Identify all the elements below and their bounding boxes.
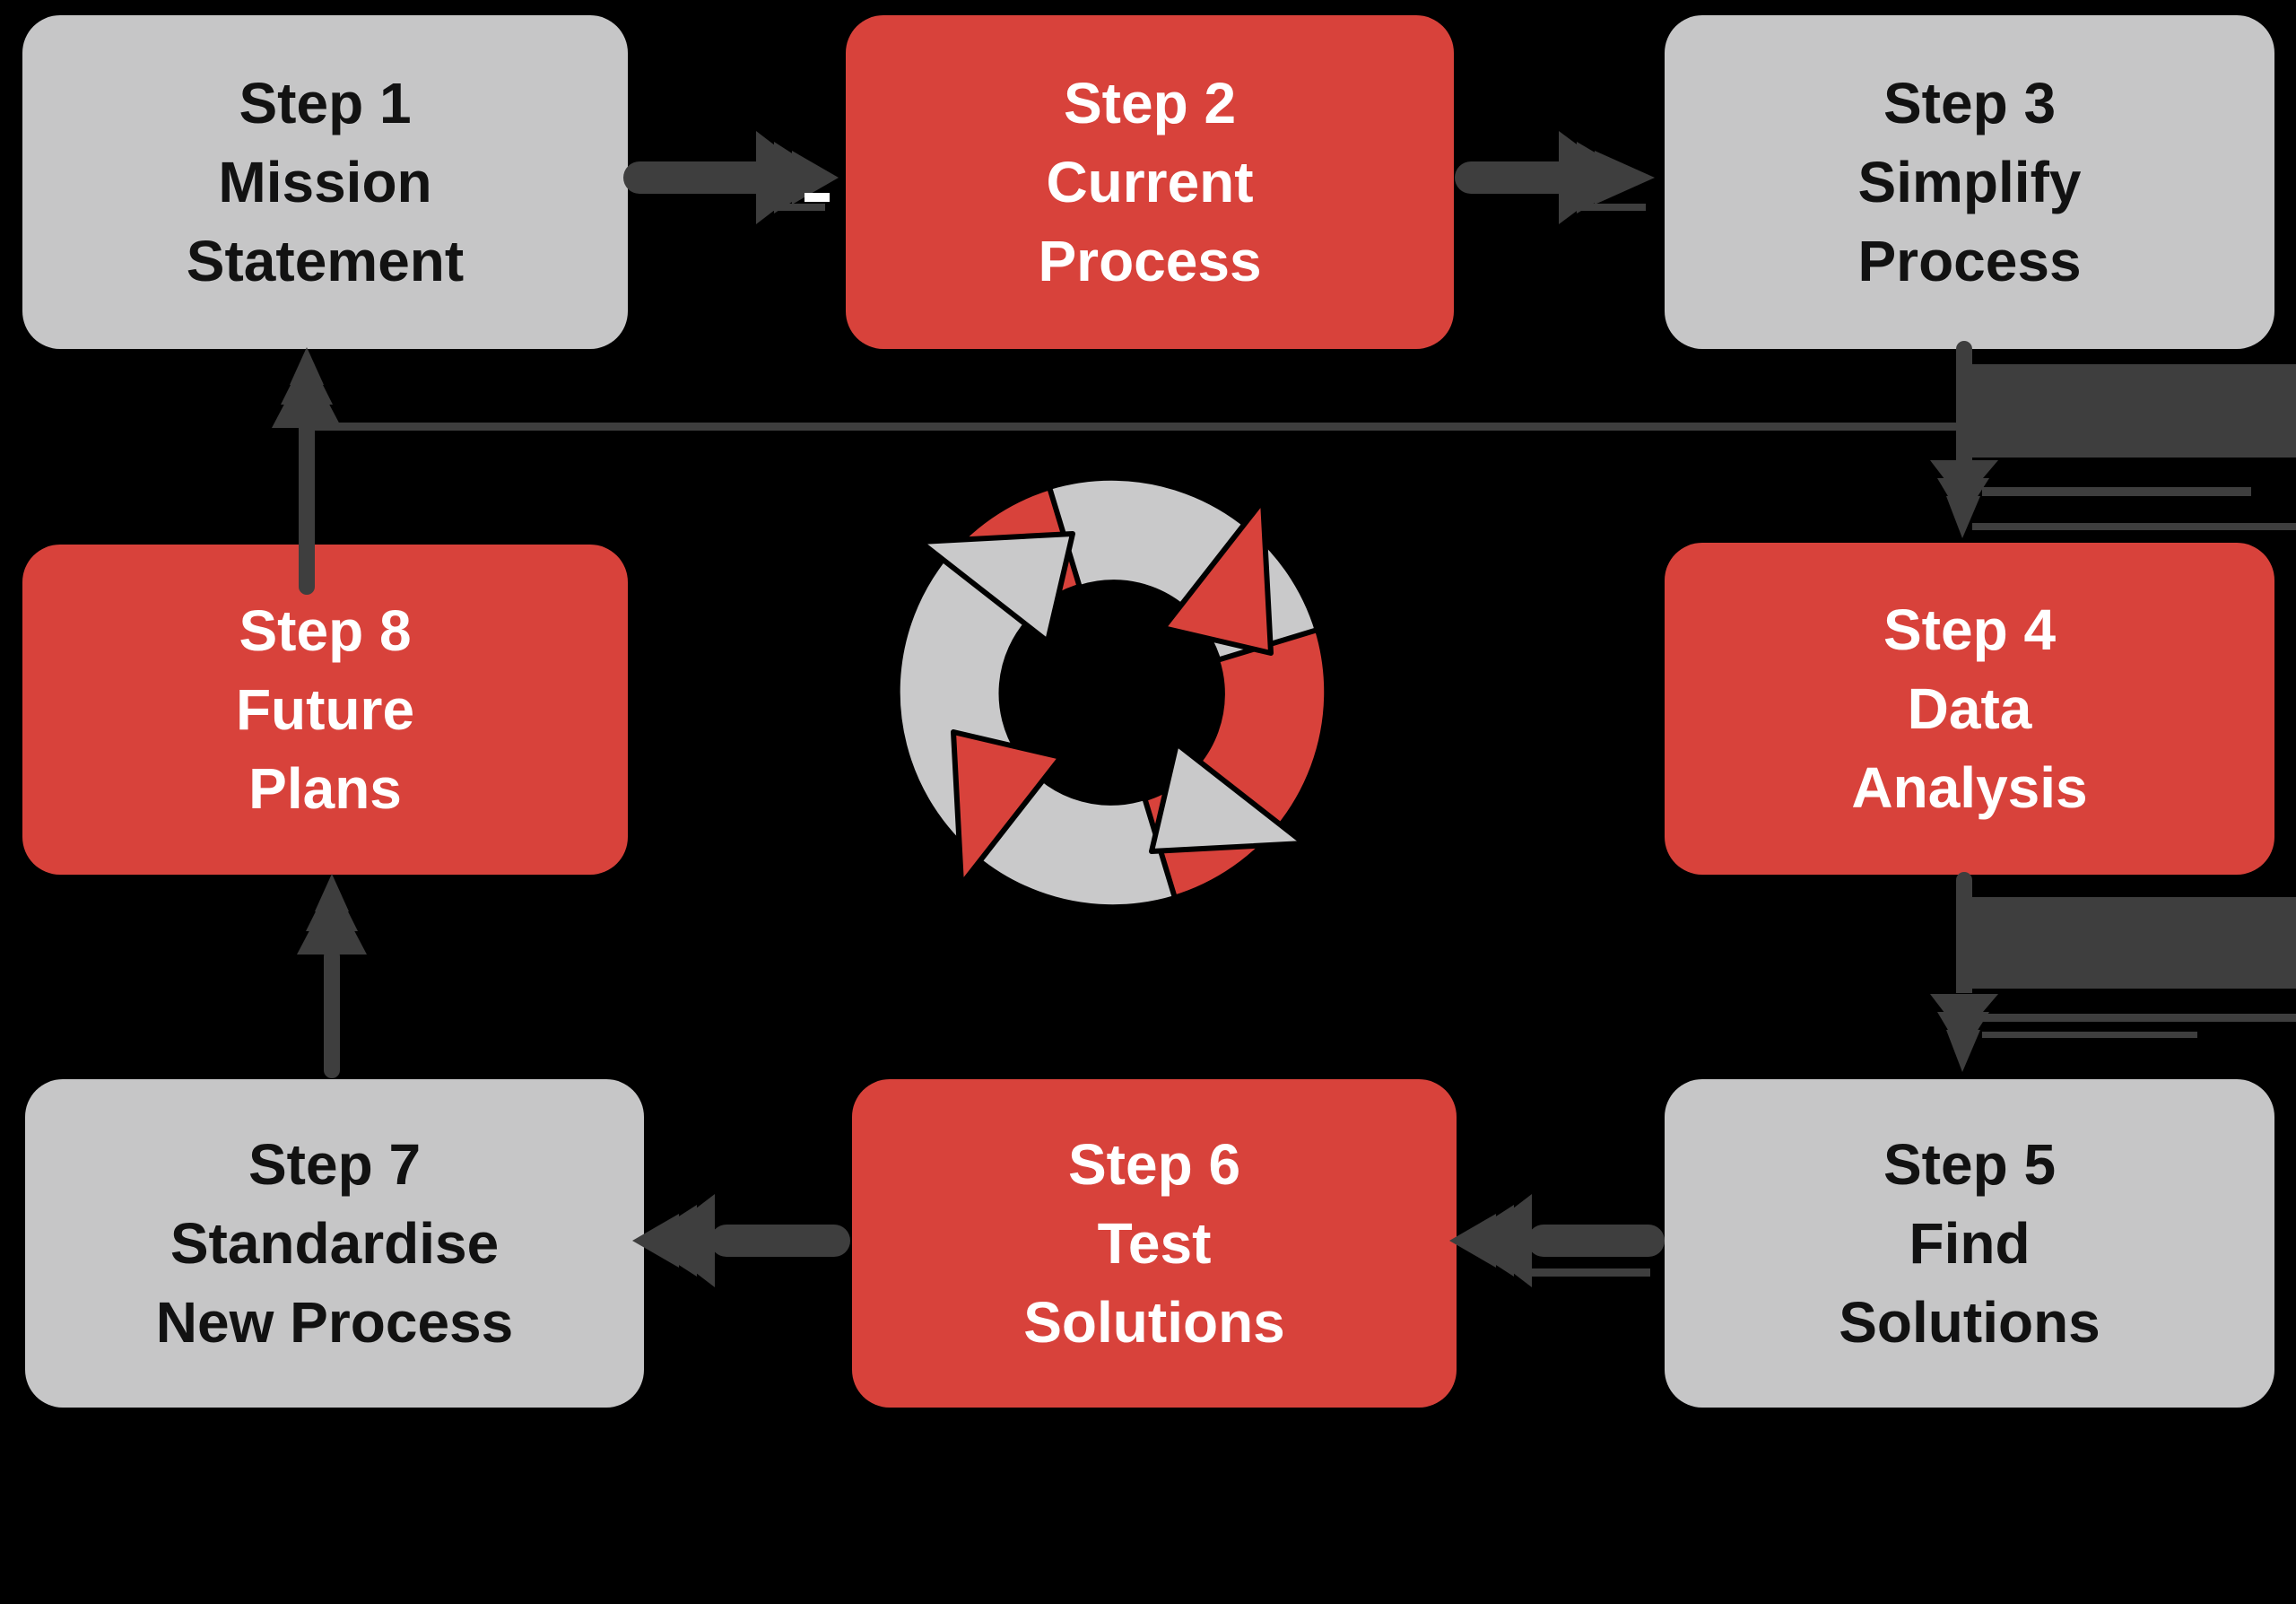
step-6-label: Step 6 Test Solutions	[1023, 1132, 1285, 1355]
arrow-streak-artifact	[1578, 204, 1646, 211]
arrow-step3-to-step4-head-icon	[1930, 460, 1998, 538]
connector-block-artifact	[1972, 897, 2296, 989]
step-5-label: Step 5 Find Solutions	[1839, 1132, 2100, 1355]
step-8-label: Step 8 Future Plans	[235, 598, 415, 821]
feedback-line	[314, 423, 1959, 431]
cycle-arrowhead-right	[1149, 741, 1307, 854]
arrow-step7-to-step8-icon	[297, 874, 367, 1078]
arrow-step4-to-step5-shaft	[1956, 872, 1972, 993]
connector-streak-artifact	[1972, 523, 2296, 530]
step-4-label: Step 4 Data Analysis	[1851, 597, 2088, 820]
connector-block-artifact	[1972, 364, 2296, 458]
cycle-arrowhead-top	[1161, 498, 1274, 656]
arrow-step2-to-step3-icon	[1455, 131, 1655, 224]
connector-streak-artifact	[1982, 487, 2251, 496]
step-8-box: Step 8 Future Plans	[22, 545, 628, 875]
arrow-step8-to-step1-icon	[272, 347, 342, 595]
step-7-label: Step 7 Standardise New Process	[155, 1132, 514, 1355]
step-1-label: Step 1 Mission Statement	[186, 71, 465, 293]
cycle-arrowhead-left	[918, 531, 1075, 644]
arrow-streak-artifact	[1525, 1268, 1650, 1277]
arrow-step4-to-step5-head-icon	[1930, 994, 1998, 1072]
cycle-arrows-icon	[894, 475, 1330, 911]
step-6-box: Step 6 Test Solutions	[852, 1079, 1457, 1408]
connector-streak-artifact	[1982, 1032, 2197, 1038]
step-5-box: Step 5 Find Solutions	[1665, 1079, 2274, 1408]
step-2-label: Step 2 Current Process	[1038, 71, 1262, 293]
arrow-step3-to-step4-shaft	[1956, 341, 1972, 462]
step-2-box: Step 2 Current Process	[846, 15, 1454, 349]
step-4-box: Step 4 Data Analysis	[1665, 543, 2274, 875]
step-3-label: Step 3 Simplify Process	[1857, 71, 2082, 293]
arrow-streak-artifact	[770, 204, 825, 211]
connector-streak-artifact	[1982, 1014, 2296, 1022]
arrow-step6-to-step7-icon	[632, 1194, 850, 1287]
arrow-step5-to-step6-icon	[1449, 1194, 1665, 1287]
step-7-box: Step 7 Standardise New Process	[25, 1079, 644, 1408]
step-3-box: Step 3 Simplify Process	[1665, 15, 2274, 349]
arrow-step1-to-step2-icon	[623, 131, 839, 224]
step-1-box: Step 1 Mission Statement	[22, 15, 628, 349]
white-dash-artifact	[804, 193, 830, 202]
cycle-arrowhead-bottom	[951, 729, 1064, 887]
